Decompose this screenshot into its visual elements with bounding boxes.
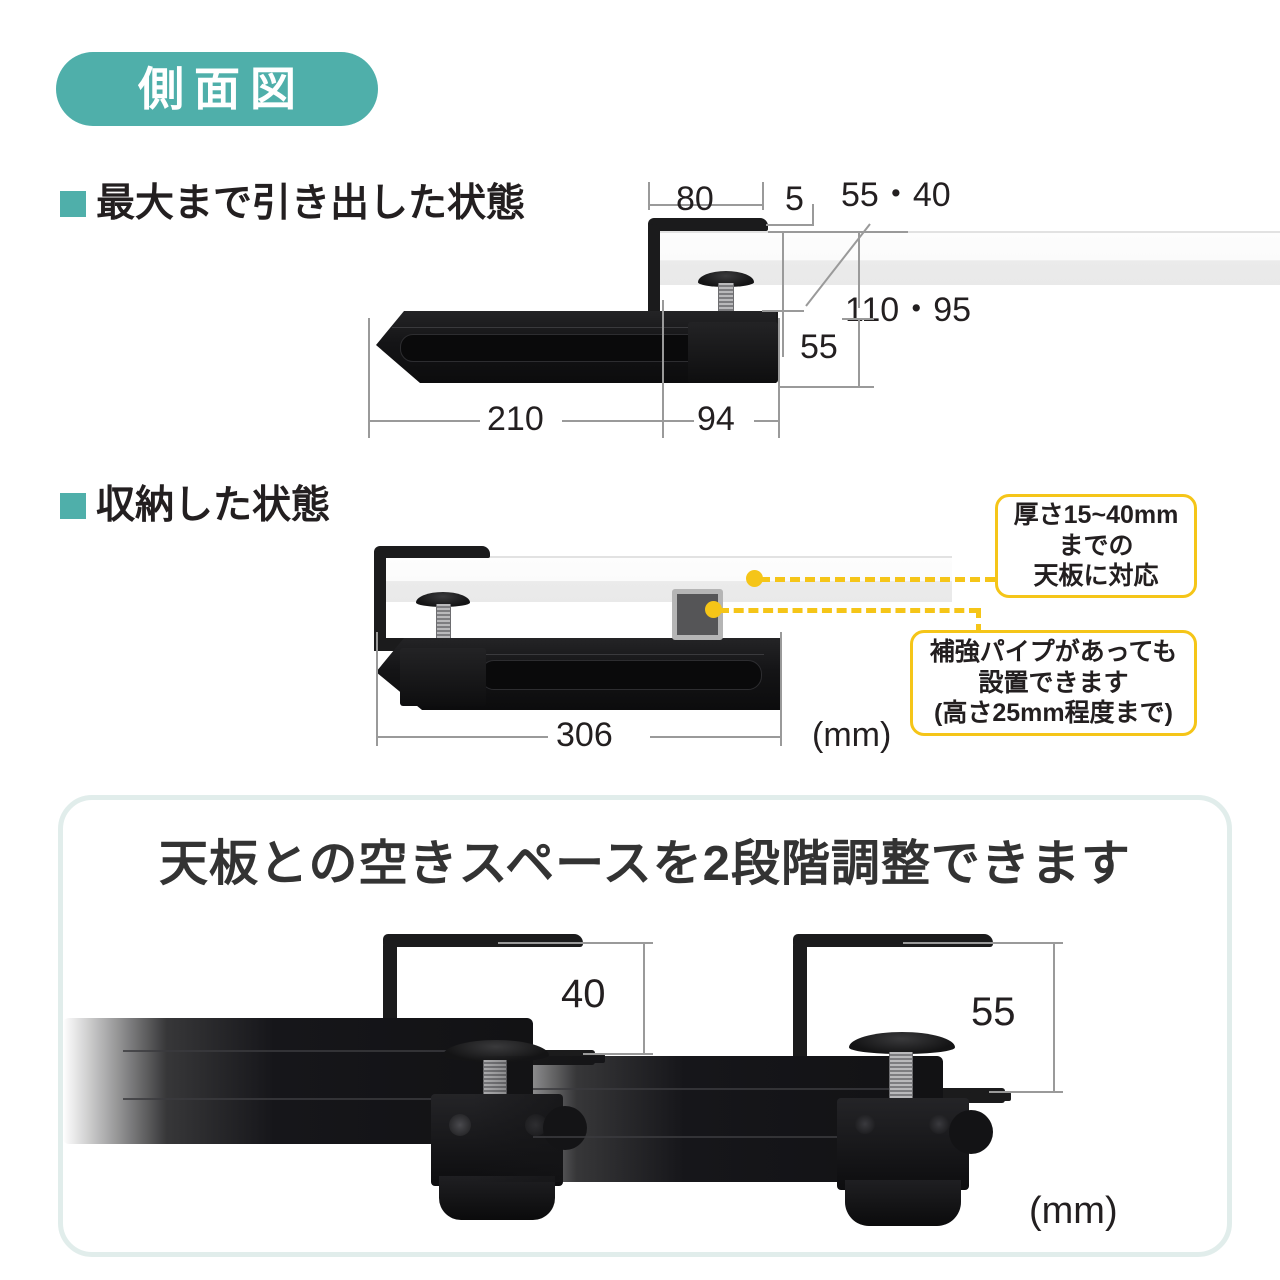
screw-pad-extended	[698, 271, 754, 287]
clamp-40-nut	[439, 1176, 555, 1220]
tray-groove-stored	[480, 660, 762, 690]
clamp-top-arm-extended	[648, 218, 768, 231]
clamp-55-top-arm	[793, 934, 993, 947]
clamp-40-top-arm	[383, 934, 583, 947]
leader-dash-pipe-h	[719, 608, 979, 613]
dim-306-line-a	[376, 736, 548, 738]
dim-55b-top-ext	[903, 942, 1063, 944]
dim-55b-line	[1053, 942, 1055, 1092]
clamp-block-stored	[400, 648, 486, 706]
dim-55-tick-top	[842, 318, 874, 320]
callout-pipe: 補強パイプがあっても 設置できます (高さ25mm程度まで)	[910, 630, 1197, 736]
side-view-badge: 側面図	[56, 52, 378, 126]
dim-40-line	[643, 942, 645, 1054]
leader-dash-board	[760, 577, 995, 582]
dim-210-tick-left	[368, 318, 370, 438]
clamp-55-tray-line2	[533, 1136, 913, 1138]
reinforcement-pipe-block	[672, 589, 723, 640]
clamp-40-tray-line2	[123, 1098, 503, 1100]
side-view-badge-label: 側面図	[138, 63, 306, 115]
bullet-square-icon-2	[60, 492, 86, 519]
clamp-vertical-spine-extended	[648, 224, 660, 323]
dim-40-label: 40	[561, 972, 606, 1016]
dim-306-label: 306	[556, 716, 613, 754]
callout-pipe-line1: 補強パイプがあっても	[929, 638, 1178, 667]
dim-210-line-a	[368, 420, 480, 422]
dim-306-tick-right	[780, 632, 782, 746]
callout-thickness-line2: までの	[1058, 531, 1134, 560]
dim-11095-tick-bottom	[762, 310, 804, 312]
unit-mm-adjust: (mm)	[1029, 1190, 1118, 1232]
dim-94-line-b	[754, 420, 780, 422]
dim-306-line-b	[650, 736, 780, 738]
dim-55b-bottom-ext	[989, 1091, 1063, 1093]
clamp-55-housing	[837, 1098, 969, 1190]
dim-55b-label: 55	[971, 990, 1016, 1034]
clamp-55-rear-disc	[949, 1110, 993, 1154]
dim-210-label: 210	[487, 400, 544, 438]
adjust-space-panel: 天板との空きスペースを2段階調整できます 40	[58, 795, 1232, 1257]
section-heading-extended: 最大まで引き出した状態	[60, 184, 525, 223]
screw-pad-stored	[416, 592, 470, 607]
dim-94-label: 94	[697, 400, 735, 438]
bullet-square-icon	[60, 190, 86, 217]
tray-rail-line-stored	[400, 654, 764, 655]
leader-dash-pipe-v	[976, 608, 981, 650]
clamp-image-55: 55 (mm)	[473, 928, 1123, 1232]
dim-5-label: 5	[785, 180, 804, 218]
callout-thickness: 厚さ15~40mm までの 天板に対応	[995, 494, 1197, 598]
dim-5540-label: 55・40	[841, 176, 951, 214]
clamp-40-screw-head-1	[449, 1114, 471, 1136]
dim-210-tick-right	[662, 300, 664, 438]
clamp-block-extended	[688, 322, 778, 383]
dim-40-bottom-ext	[583, 1053, 653, 1055]
clamp-55-screw-head-1	[855, 1114, 875, 1134]
section-heading-extended-label: 最大まで引き出した状態	[96, 182, 526, 225]
clamp-top-arm-stored	[374, 546, 490, 558]
tray-groove-extended	[400, 334, 732, 362]
dim-80-tick-left	[648, 182, 650, 210]
dim-11095-line	[782, 231, 784, 357]
callout-thickness-line3: 天板に対応	[1033, 562, 1159, 591]
clamp-55-nut	[845, 1180, 961, 1226]
clamp-55-tray-line1	[533, 1088, 913, 1090]
dim-94-tick-right	[778, 318, 780, 438]
desk-board-extended	[648, 231, 1280, 285]
dim-5540-tick	[858, 231, 860, 308]
section-heading-stored: 収納した状態	[60, 486, 330, 525]
clamp-vertical-spine-stored	[374, 551, 386, 651]
dim-80-label: 80	[676, 180, 714, 218]
dim-55-tick-bottom	[778, 386, 874, 388]
dim-55-label: 55	[800, 328, 838, 366]
dim-80-line	[648, 204, 764, 206]
dim-5-tick	[812, 204, 814, 226]
section-heading-stored-label: 収納した状態	[96, 484, 331, 527]
unit-mm-stored: (mm)	[812, 716, 892, 754]
tray-rail-line-extended	[392, 327, 742, 328]
callout-pipe-line2: 設置できます	[978, 668, 1129, 697]
dim-40-top-ext	[498, 942, 653, 944]
clamp-55-screw-pad	[849, 1032, 955, 1054]
callout-thickness-line1: 厚さ15~40mm	[1013, 501, 1179, 530]
leader-dot-board	[746, 570, 763, 587]
dim-11095-label: 110・95	[845, 291, 972, 329]
callout-pipe-line3: (高さ25mm程度まで)	[934, 699, 1173, 728]
leader-dot-pipe	[705, 601, 722, 618]
dim-306-tick-left	[376, 632, 378, 746]
clamp-55-tip	[969, 1092, 1011, 1101]
dim-5-line	[766, 224, 814, 226]
dim-80-tick-right	[762, 182, 764, 210]
clamp-55-screw-head-2	[929, 1114, 949, 1134]
adjust-space-title: 天板との空きスペースを2段階調整できます	[159, 837, 1131, 891]
dim-55-line	[858, 318, 860, 388]
clamp-40-tray-line1	[123, 1050, 503, 1052]
dim-5540-top-ext	[768, 231, 908, 233]
dim-94-line-a	[662, 420, 694, 422]
dim-210-line-b	[562, 420, 664, 422]
